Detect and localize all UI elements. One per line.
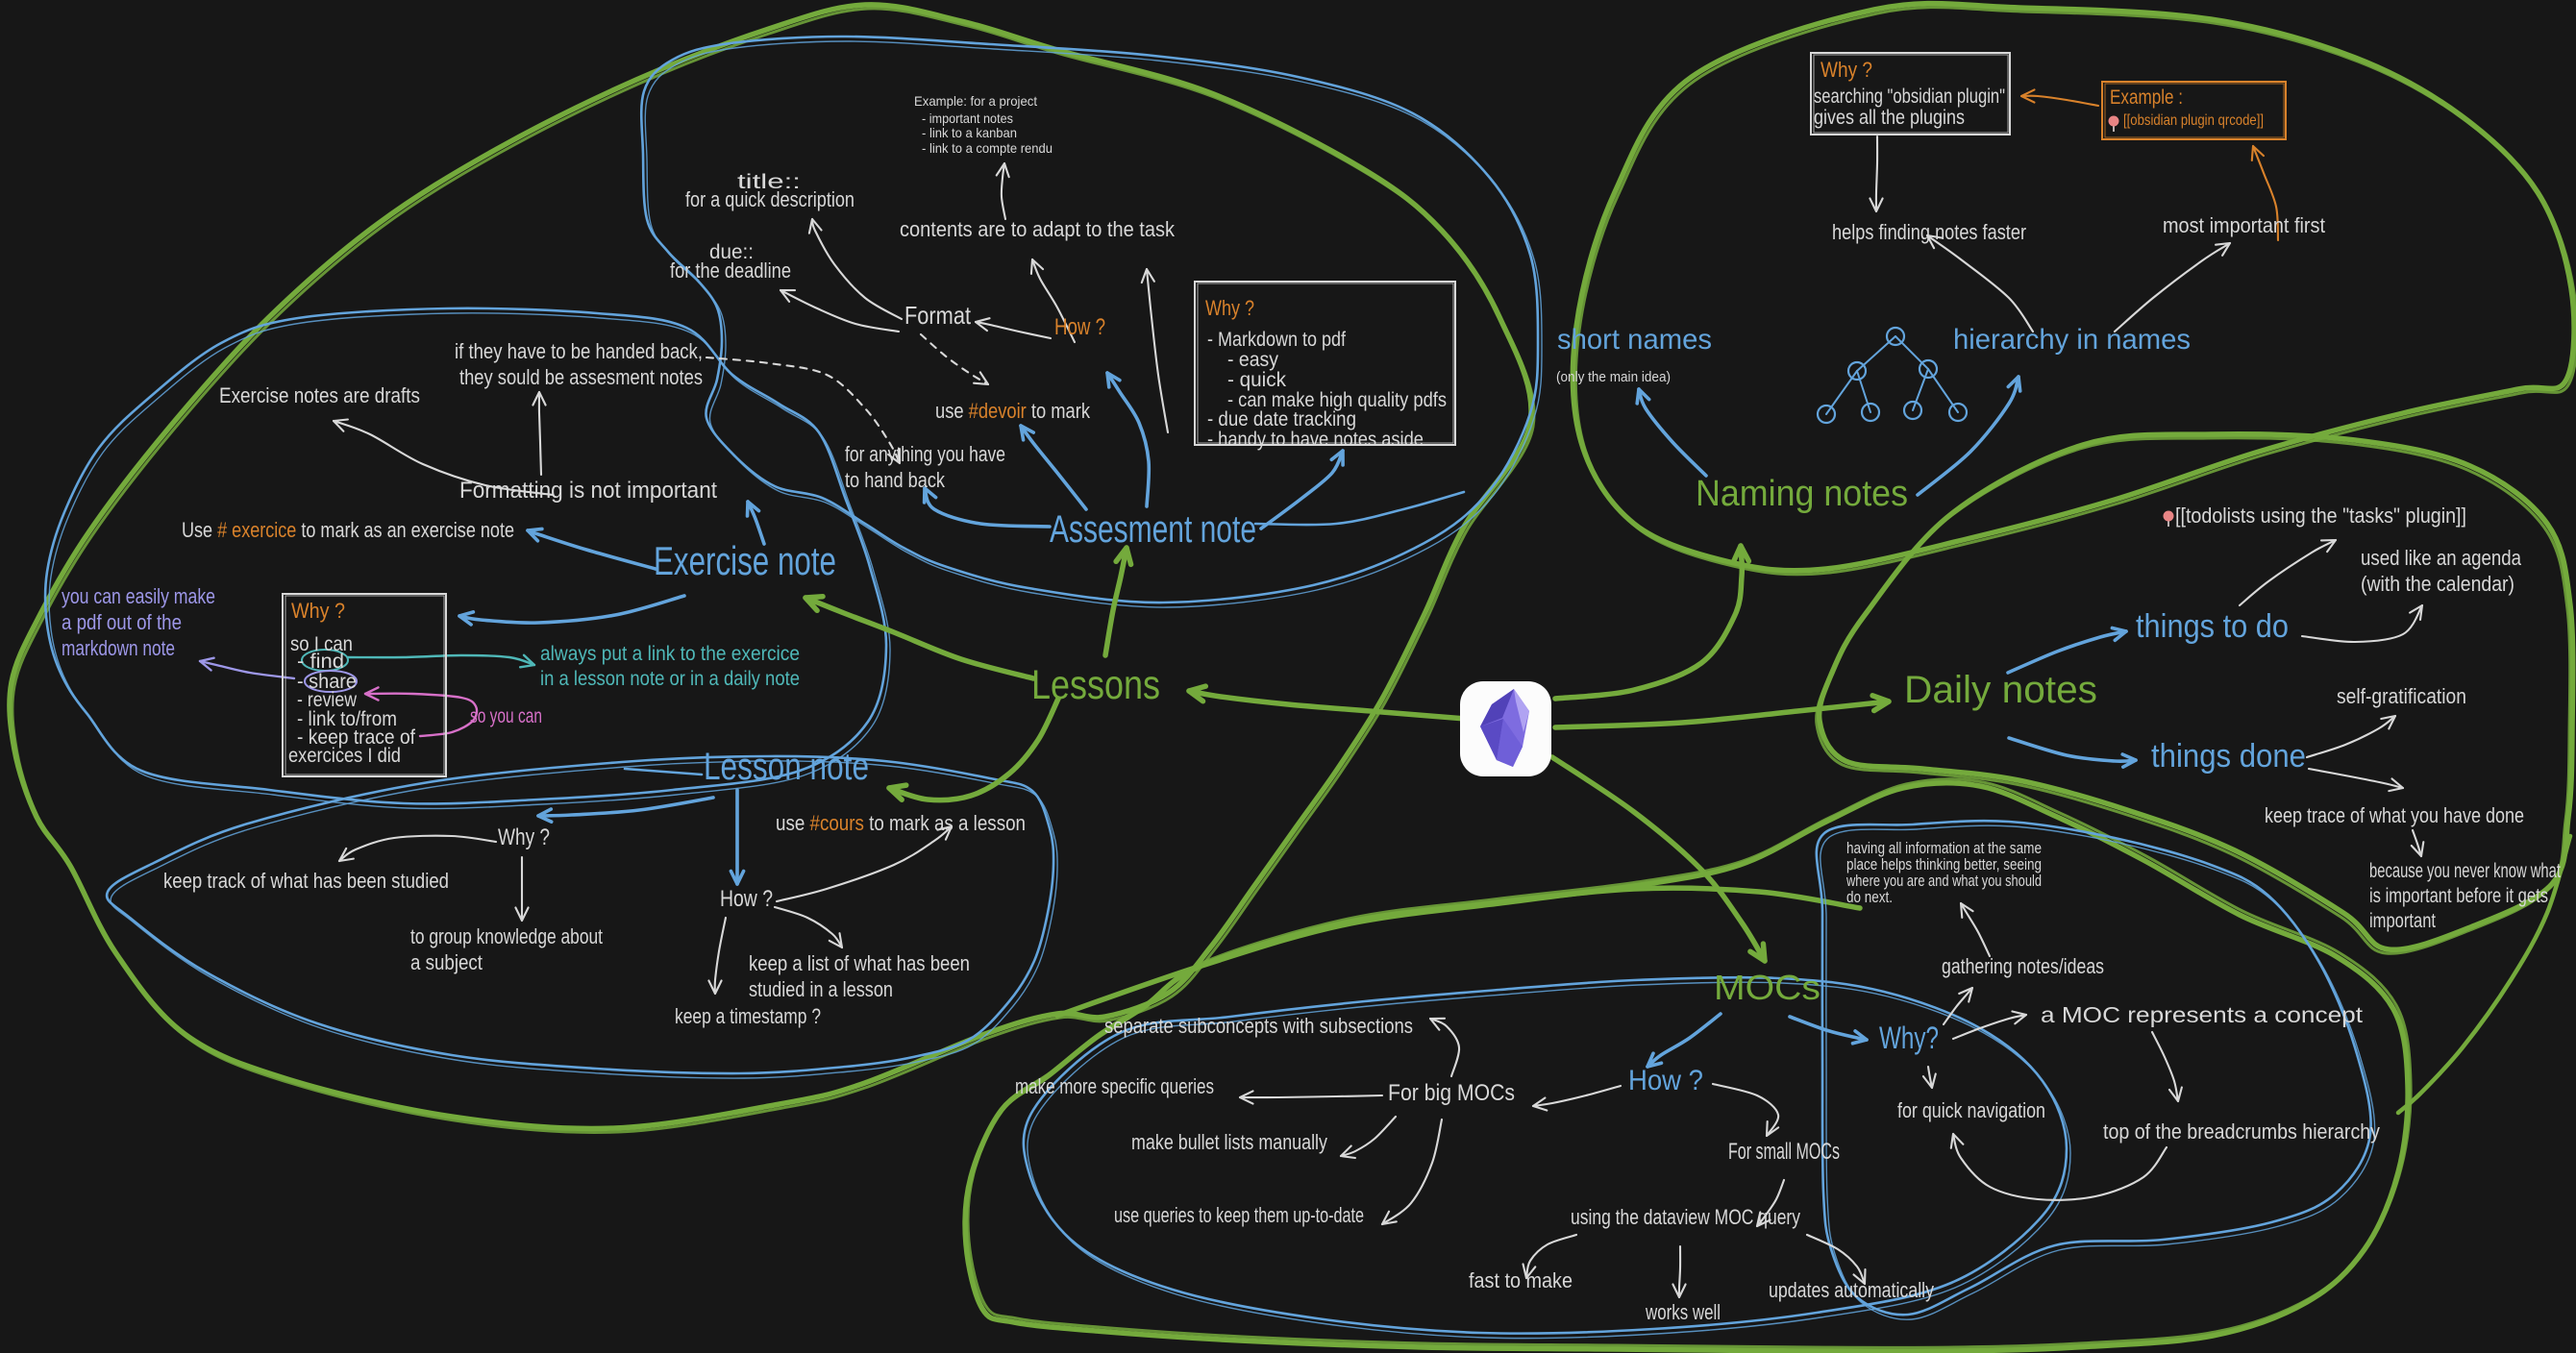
svg-text:Exercise note: Exercise note (654, 538, 836, 583)
svg-text:for quick navigation: for quick navigation (1897, 1098, 2045, 1122)
svg-text:keep trace of what you have do: keep trace of what you have done (2265, 803, 2524, 827)
svg-text:keep a list of what has been: keep a list of what has been (749, 951, 970, 975)
svg-text:things done: things done (2151, 738, 2306, 775)
svg-text:searching "obsidian plugin": searching "obsidian plugin" (1814, 86, 2005, 108)
svg-text:Why?: Why? (1879, 1021, 1939, 1055)
svg-text:- link to a compte rendu: - link to a compte rendu (922, 140, 1053, 156)
svg-text:For small MOCs: For small MOCs (1728, 1139, 1840, 1165)
svg-text:markdown note: markdown note (62, 636, 175, 660)
svg-text:contents are to adapt to the t: contents are to adapt to the task (900, 217, 1176, 241)
svg-text:MOCs: MOCs (1714, 968, 1821, 1007)
svg-text:works well: works well (1645, 1300, 1721, 1324)
svg-text:make bullet lists manually: make bullet lists manually (1131, 1130, 1327, 1154)
svg-text:[[todolists using the "tasks": [[todolists using the "tasks" plugin]] (2175, 504, 2466, 528)
svg-text:a MOC represents a concept: a MOC represents a concept (2041, 1002, 2364, 1027)
svg-text:use queries to keep them up-to: use queries to keep them up-to-date (1114, 1203, 1364, 1227)
svg-text:having all information at the: having all information at the same (1846, 839, 2042, 857)
svg-text:for the deadline: for the deadline (670, 258, 791, 283)
svg-text:because you never know what: because you never know what (2369, 860, 2561, 882)
svg-text:Lessons: Lessons (1031, 662, 1160, 708)
svg-text:Example: for a project: Example: for a project (914, 93, 1037, 109)
svg-text:a pdf out of the: a pdf out of the (62, 610, 182, 634)
svg-text:- quick: - quick (1227, 369, 1286, 391)
svg-text:so I can: so I can (290, 633, 353, 655)
svg-text:so you can: so you can (470, 705, 542, 727)
svg-text:short names: short names (1557, 324, 1712, 356)
svg-text:Lesson note: Lesson note (704, 746, 869, 788)
svg-text:gives all the plugins: gives all the plugins (1814, 107, 1965, 129)
svg-text:in a lesson note or in a daily: in a lesson note or in a daily note (540, 668, 800, 690)
svg-text:fast to make: fast to make (1469, 1268, 1573, 1292)
svg-text:use #cours to mark as a lesson: use #cours to mark as a lesson (776, 811, 1026, 835)
svg-text:Format: Format (904, 301, 972, 330)
svg-text:exercices I did: exercices I did (288, 745, 401, 767)
svg-text:they sould be assesment notes: they sould be assesment notes (459, 365, 703, 389)
svg-text:using the dataview MOC query: using the dataview MOC query (1571, 1205, 1800, 1229)
svg-text:How ?: How ? (1054, 314, 1105, 340)
svg-text:Why ?: Why ? (1205, 296, 1254, 320)
svg-text:a subject: a subject (410, 950, 483, 974)
svg-text:where you are and what you sho: where you are and what you should (1845, 872, 2042, 890)
svg-text:- link to/from: - link to/from (297, 708, 397, 730)
svg-text:- review: - review (297, 689, 358, 711)
svg-text:Naming notes: Naming notes (1696, 474, 1908, 514)
svg-text:- important notes: - important notes (922, 111, 1013, 126)
svg-text:do next.: do next. (1846, 888, 1893, 906)
svg-text:- find: - find (297, 651, 344, 673)
svg-text:Exercise notes are drafts: Exercise notes are drafts (219, 383, 420, 407)
svg-text:- can make high quality pdfs: - can make high quality pdfs (1227, 389, 1447, 411)
svg-text:helps finding notes faster: helps finding notes faster (1832, 220, 2026, 244)
svg-text:make more specific queries: make more specific queries (1015, 1074, 1214, 1098)
svg-text:Example :: Example : (2110, 86, 2183, 109)
svg-text:[[obsidian plugin qrcode]]: [[obsidian plugin qrcode]] (2123, 112, 2264, 129)
svg-text:to group knowledge about: to group knowledge about (410, 924, 603, 948)
svg-text:to hand back: to hand back (845, 468, 946, 492)
svg-text:keep track of what has been st: keep track of what has been studied (163, 869, 449, 893)
svg-text:keep a timestamp ?: keep a timestamp ? (675, 1004, 821, 1028)
svg-text:if they have to be handed back: if they have to be handed back, (455, 339, 703, 363)
svg-text:- due date tracking: - due date tracking (1207, 408, 1356, 430)
svg-text:used like an agenda: used like an agenda (2361, 546, 2522, 570)
svg-text:for a quick description: for a quick description (685, 187, 855, 211)
svg-text:- keep trace of: - keep trace of (297, 726, 415, 749)
svg-text:- link to a kanban: - link to a kanban (922, 125, 1017, 140)
svg-text:place helps thinking better, s: place helps thinking better, seeing (1846, 855, 2042, 873)
svg-text:title::: title:: (737, 171, 801, 193)
svg-text:updates automatically: updates automatically (1769, 1278, 1934, 1302)
svg-text:(with the calendar): (with the calendar) (2361, 572, 2514, 596)
svg-text:How ?: How ? (720, 886, 773, 912)
svg-text:How ?: How ? (1628, 1065, 1703, 1096)
svg-text:- Markdown to pdf: - Markdown to pdf (1207, 329, 1346, 351)
svg-text:most important first: most important first (2163, 213, 2325, 237)
svg-text:top of the breadcrumbs hierarc: top of the breadcrumbs hierarchy (2103, 1119, 2380, 1144)
svg-text:important: important (2369, 910, 2436, 932)
svg-text:(only the main idea): (only the main idea) (1556, 369, 1671, 385)
svg-text:gathering notes/ideas: gathering notes/ideas (1942, 954, 2104, 978)
svg-text:use #devoir to mark: use #devoir to mark (935, 399, 1091, 423)
svg-text:is important before it gets: is important before it gets (2369, 885, 2548, 907)
svg-text:Why ?: Why ? (1821, 58, 1872, 82)
svg-text:things to do: things to do (2136, 608, 2289, 645)
svg-text:- share: - share (297, 671, 357, 693)
svg-text:for anything you have: for anything you have (845, 442, 1005, 466)
svg-text:due::: due:: (709, 241, 754, 263)
svg-text:- easy: - easy (1227, 349, 1278, 371)
svg-text:hierarchy in names: hierarchy in names (1953, 324, 2191, 356)
svg-text:you can easily make: you can easily make (62, 584, 215, 608)
svg-text:separate subconcepts with subs: separate subconcepts with subsections (1104, 1014, 1413, 1038)
svg-text:Daily notes: Daily notes (1904, 669, 2097, 711)
svg-text:For big MOCs: For big MOCs (1388, 1080, 1515, 1106)
svg-text:- handy to have notes aside: - handy to have notes aside (1207, 429, 1424, 451)
svg-text:always put a link to the exerc: always put a link to the exercice (540, 643, 800, 665)
svg-text:Assesment note: Assesment note (1050, 508, 1256, 551)
svg-text:Why ?: Why ? (291, 599, 345, 623)
svg-text:studied in a lesson: studied in a lesson (749, 977, 893, 1001)
svg-text:self-gratification: self-gratification (2337, 684, 2466, 708)
svg-text:Formatting is not important: Formatting is not important (459, 478, 717, 504)
svg-text:Why ?: Why ? (498, 824, 550, 850)
svg-text:Use # exercice to mark as an e: Use # exercice to mark as an exercise no… (182, 518, 514, 542)
